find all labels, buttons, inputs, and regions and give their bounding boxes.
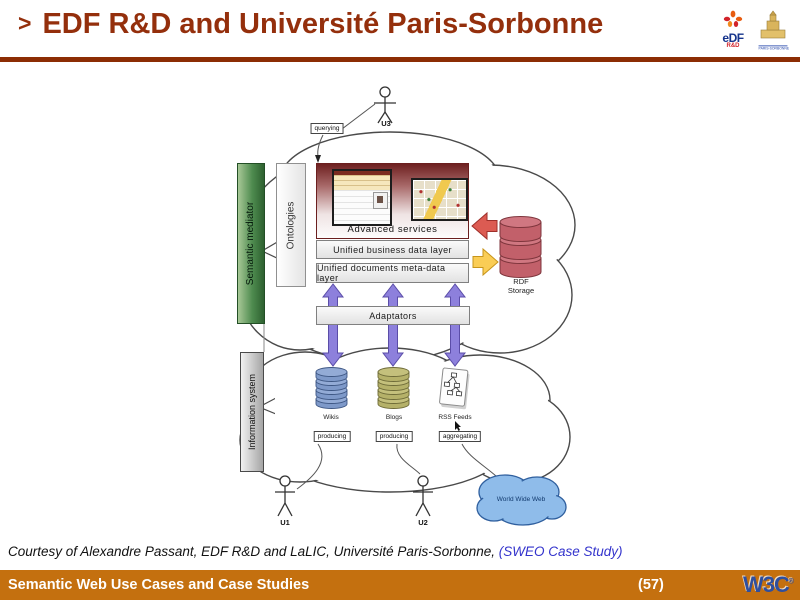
edf-flower-icon: [723, 10, 743, 27]
page-title-text: EDF R&D and Université Paris-Sorbonne: [42, 8, 604, 40]
aggregating-tag: aggregating: [438, 431, 482, 442]
sorbonne-logo: PARIS-SORBONNE: [756, 10, 790, 51]
semantic-mediator-bar: Semantic mediator: [237, 163, 265, 324]
actor-u2-figure: [413, 475, 433, 517]
ontologies-box: Ontologies: [276, 163, 306, 287]
blogs-label: Blogs: [385, 414, 403, 421]
thumbnail-table: [334, 175, 390, 190]
advanced-services-label: Advanced services: [347, 224, 438, 235]
actor-u2-label: U2: [418, 518, 428, 527]
rdf-storage-icon: [499, 216, 542, 278]
rss-feeds-document-icon: [439, 367, 470, 410]
edf-logo-text: eDF: [722, 31, 744, 45]
footer-title: Semantic Web Use Cases and Case Studies: [8, 577, 310, 593]
actor-u3-figure: [374, 86, 396, 124]
map-screenshot-thumbnail: [411, 178, 468, 221]
world-wide-web-label: World Wide Web: [496, 496, 546, 503]
ontologies-label: Ontologies: [285, 201, 297, 249]
title-chevron: >: [18, 10, 32, 36]
w3c-logo-text: W3C: [742, 572, 790, 597]
footer-bar: Semantic Web Use Cases and Case Studies …: [0, 570, 800, 600]
header-rule: [0, 57, 800, 62]
advanced-services-box: Advanced services: [316, 163, 469, 239]
page-number: (57): [638, 577, 664, 593]
thumbnail-profile-popup: [373, 192, 388, 209]
blogs-database-icon: [377, 367, 410, 409]
read-arrow: [471, 211, 498, 241]
querying-arrowhead: [315, 155, 321, 163]
unified-documents-label: Unified documents meta-data layer: [317, 263, 446, 283]
mouse-cursor: [455, 421, 461, 431]
edf-logo-division: R&D: [726, 43, 740, 49]
connector-lines: [296, 103, 497, 490]
information-system-bar: Information system: [240, 352, 264, 472]
rdf-storage-label-line1: RDF: [513, 277, 529, 286]
world-wide-web-cloud: [476, 474, 567, 526]
header-logos: eDF R&D PARIS-SORBONNE: [716, 10, 790, 51]
unified-business-label: Unified business data layer: [333, 244, 452, 255]
rdf-storage-label-line2: Storage: [507, 286, 535, 295]
adaptator-arrows: [321, 283, 467, 367]
w3c-logo: W3C®: [743, 572, 794, 598]
edf-logo: eDF R&D: [716, 10, 750, 51]
courtesy-note: Courtesy of Alexandre Passant, EDF R&D a…: [8, 544, 623, 559]
rss-feeds-label: RSS Feeds: [438, 414, 472, 421]
producing-tag-blogs: producing: [375, 431, 413, 442]
sorbonne-building-icon: [760, 10, 786, 39]
rdf-storage-label: RDF Storage: [494, 277, 548, 295]
architecture-diagram: Semantic mediator Ontologies Information…: [0, 62, 800, 540]
courtesy-text: Courtesy of Alexandre Passant, EDF R&D a…: [8, 544, 499, 559]
thumbnail-header: [334, 171, 390, 175]
sorbonne-logo-caption: PARIS-SORBONNE: [758, 45, 790, 51]
producing-tag-wikis: producing: [313, 431, 351, 442]
unified-business-data-layer-box: Unified business data layer: [316, 240, 469, 259]
unified-documents-layer-box: Unified documents meta-data layer: [316, 263, 469, 283]
header: > EDF R&D and Université Paris-Sorbonne e…: [0, 0, 800, 57]
actor-u1-label: U1: [280, 518, 290, 527]
actor-u3-label: U3: [381, 119, 391, 128]
actor-u1-figure: [275, 475, 295, 517]
wikis-database-icon: [315, 367, 348, 409]
w3c-registered-mark: ®: [788, 578, 794, 586]
adaptators-box: Adaptators: [316, 306, 470, 325]
information-system-label: Information system: [247, 373, 257, 451]
adaptators-label: Adaptators: [369, 310, 417, 321]
write-arrow: [472, 247, 499, 277]
page-title: > EDF R&D and Université Paris-Sorbonne: [18, 8, 603, 41]
sweo-case-study-link[interactable]: (SWEO Case Study): [498, 544, 623, 559]
querying-tag: querying: [310, 123, 344, 134]
semantic-mediator-label: Semantic mediator: [245, 201, 257, 286]
wikis-label: Wikis: [323, 414, 339, 421]
web-app-screenshot-thumbnail: [332, 169, 392, 226]
